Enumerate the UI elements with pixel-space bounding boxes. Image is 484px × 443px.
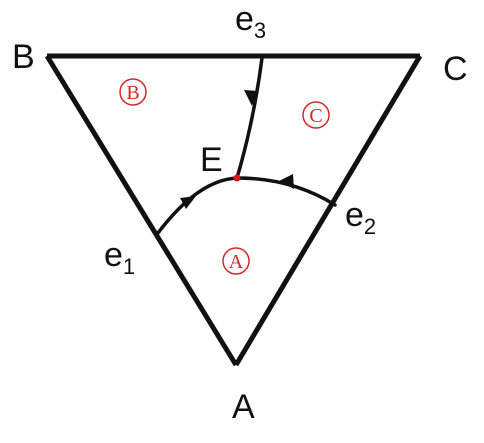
arrow-e3-icon: [244, 90, 258, 106]
svg-text:C: C: [309, 105, 322, 127]
region-label-B: B: [119, 78, 147, 106]
vertex-label-A: A: [232, 388, 255, 426]
arrow-e2-icon: [279, 174, 294, 189]
vertex-label-B: B: [12, 38, 35, 76]
region-label-C: C: [302, 101, 330, 129]
edge-CA: [233, 54, 423, 367]
svg-text:A: A: [229, 251, 244, 273]
region-label-A: A: [222, 247, 250, 275]
curve-e1-E: [156, 176, 239, 235]
point-label-e1: e1: [104, 236, 135, 279]
eutectic-point: [233, 174, 241, 182]
edge-BA: [44, 54, 239, 367]
arrow-e1-icon: [180, 196, 196, 209]
svg-text:B: B: [126, 82, 139, 104]
point-label-e2: e2: [345, 196, 376, 239]
point-label-E: E: [200, 141, 223, 179]
curve-e3-E: [235, 56, 264, 180]
vertex-label-C: C: [443, 50, 468, 88]
point-label-e3: e3: [235, 0, 266, 43]
